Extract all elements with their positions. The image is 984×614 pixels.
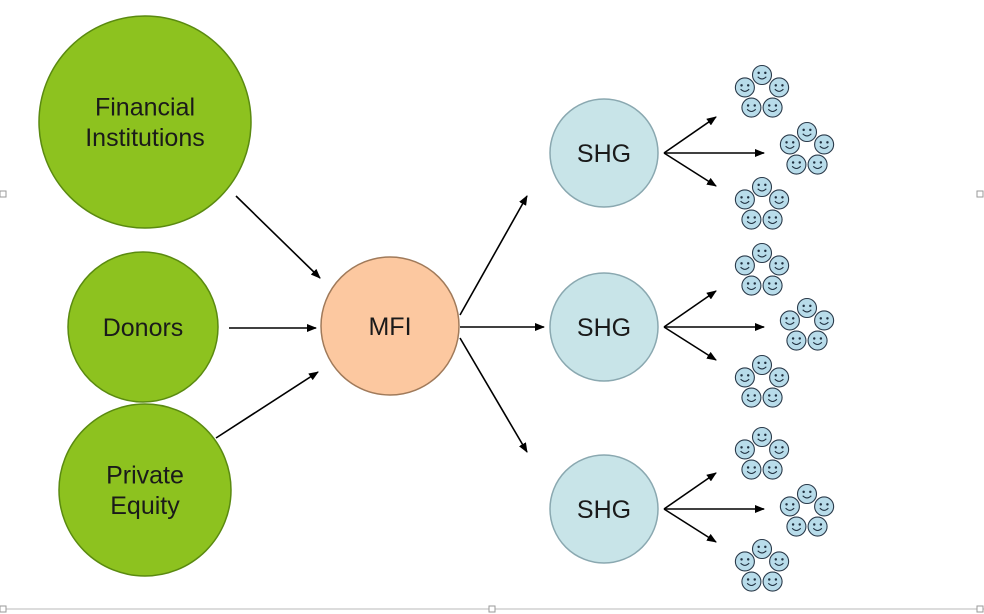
smiley-face-icon [796, 121, 818, 143]
smiley-face-icon [814, 310, 835, 331]
smiley-face-icon [762, 571, 783, 592]
smiley-face-icon [734, 77, 755, 98]
member-layer [734, 64, 835, 592]
financial-institutions-label: Financial [95, 94, 195, 122]
smiley-face-icon [751, 538, 773, 560]
smiley-face-icon [751, 64, 773, 86]
resize-handle[interactable] [0, 605, 7, 613]
smiley-face-icon [779, 310, 800, 331]
member-cluster [779, 297, 835, 351]
smiley-face-icon [786, 154, 807, 175]
member-cluster [779, 121, 835, 175]
donors-node: Donors [67, 251, 219, 403]
smiley-face-icon [751, 242, 773, 264]
donors-label: Donors [103, 314, 184, 342]
smiley-face-icon [734, 439, 755, 460]
member-cluster [779, 483, 835, 537]
resize-handle[interactable] [976, 605, 984, 613]
smiley-face-icon [807, 154, 828, 175]
arrow-mfi-to-shg-1 [459, 195, 528, 316]
smiley-face-icon [796, 297, 818, 319]
shg-1-node: SHG [549, 98, 659, 208]
smiley-face-icon [796, 483, 818, 505]
smiley-face-icon [741, 209, 762, 230]
shg-3-label: SHG [577, 496, 631, 524]
member-cluster [734, 64, 790, 118]
member-cluster [734, 354, 790, 408]
shg-3-circle [549, 454, 659, 564]
smiley-face-icon [741, 97, 762, 118]
financial-institutions-circle [38, 15, 252, 229]
smiley-face-icon [734, 255, 755, 276]
arrow-shg-1-to-members-3 [663, 152, 717, 187]
smiley-face-icon [779, 134, 800, 155]
smiley-face-icon [762, 387, 783, 408]
private-equity-circle [58, 403, 232, 577]
member-cluster [734, 242, 790, 296]
smiley-face-icon [741, 275, 762, 296]
smiley-face-icon [762, 459, 783, 480]
smiley-face-icon [786, 330, 807, 351]
frame-layer [0, 190, 984, 613]
smiley-face-icon [769, 77, 790, 98]
edge-layer [215, 116, 765, 543]
arrow-financial-institutions-to-mfi [235, 195, 321, 279]
arrow-mfi-to-shg-3 [459, 337, 528, 453]
smiley-face-icon [751, 176, 773, 198]
smiley-face-icon [769, 255, 790, 276]
arrow-shg-2-to-members-1 [663, 290, 717, 328]
arrow-shg-2-to-members-3 [663, 326, 717, 361]
arrow-shg-1-to-members-1 [663, 116, 717, 154]
smiley-face-icon [807, 516, 828, 537]
smiley-face-icon [734, 189, 755, 210]
smiley-face-icon [807, 330, 828, 351]
member-cluster [734, 176, 790, 230]
smiley-face-icon [741, 387, 762, 408]
donors-circle [67, 251, 219, 403]
smiley-face-icon [734, 551, 755, 572]
arrow-shg-3-to-members-3 [663, 508, 717, 543]
mfi-label: MFI [368, 313, 411, 341]
smiley-face-icon [741, 571, 762, 592]
smiley-face-icon [741, 459, 762, 480]
mfi-node: MFI [320, 256, 460, 396]
shg-1-label: SHG [577, 140, 631, 168]
resize-handle[interactable] [976, 190, 984, 198]
resize-handle[interactable] [0, 190, 7, 198]
smiley-face-icon [762, 97, 783, 118]
smiley-face-icon [769, 439, 790, 460]
shg-3-node: SHG [549, 454, 659, 564]
shg-2-node: SHG [549, 272, 659, 382]
arrow-private-equity-to-mfi [215, 371, 319, 439]
member-cluster [734, 538, 790, 592]
resize-handle[interactable] [488, 605, 496, 613]
smiley-face-icon [814, 496, 835, 517]
smiley-face-icon [769, 367, 790, 388]
smiley-face-icon [751, 354, 773, 376]
mfi-circle [320, 256, 460, 396]
smiley-face-icon [769, 189, 790, 210]
smiley-face-icon [814, 134, 835, 155]
smiley-face-icon [734, 367, 755, 388]
node-layer: FinancialInstitutionsDonorsPrivateEquity… [38, 15, 659, 577]
shg-2-label: SHG [577, 314, 631, 342]
shg-1-circle [549, 98, 659, 208]
financial-institutions-label: Institutions [85, 124, 205, 152]
smiley-face-icon [779, 496, 800, 517]
smiley-face-icon [786, 516, 807, 537]
smiley-face-icon [769, 551, 790, 572]
smiley-face-icon [762, 209, 783, 230]
member-cluster [734, 426, 790, 480]
private-equity-label: Private [106, 462, 184, 490]
private-equity-label: Equity [110, 492, 180, 520]
smiley-face-icon [762, 275, 783, 296]
shg-2-circle [549, 272, 659, 382]
smiley-face-icon [751, 426, 773, 448]
arrow-shg-3-to-members-1 [663, 472, 717, 510]
